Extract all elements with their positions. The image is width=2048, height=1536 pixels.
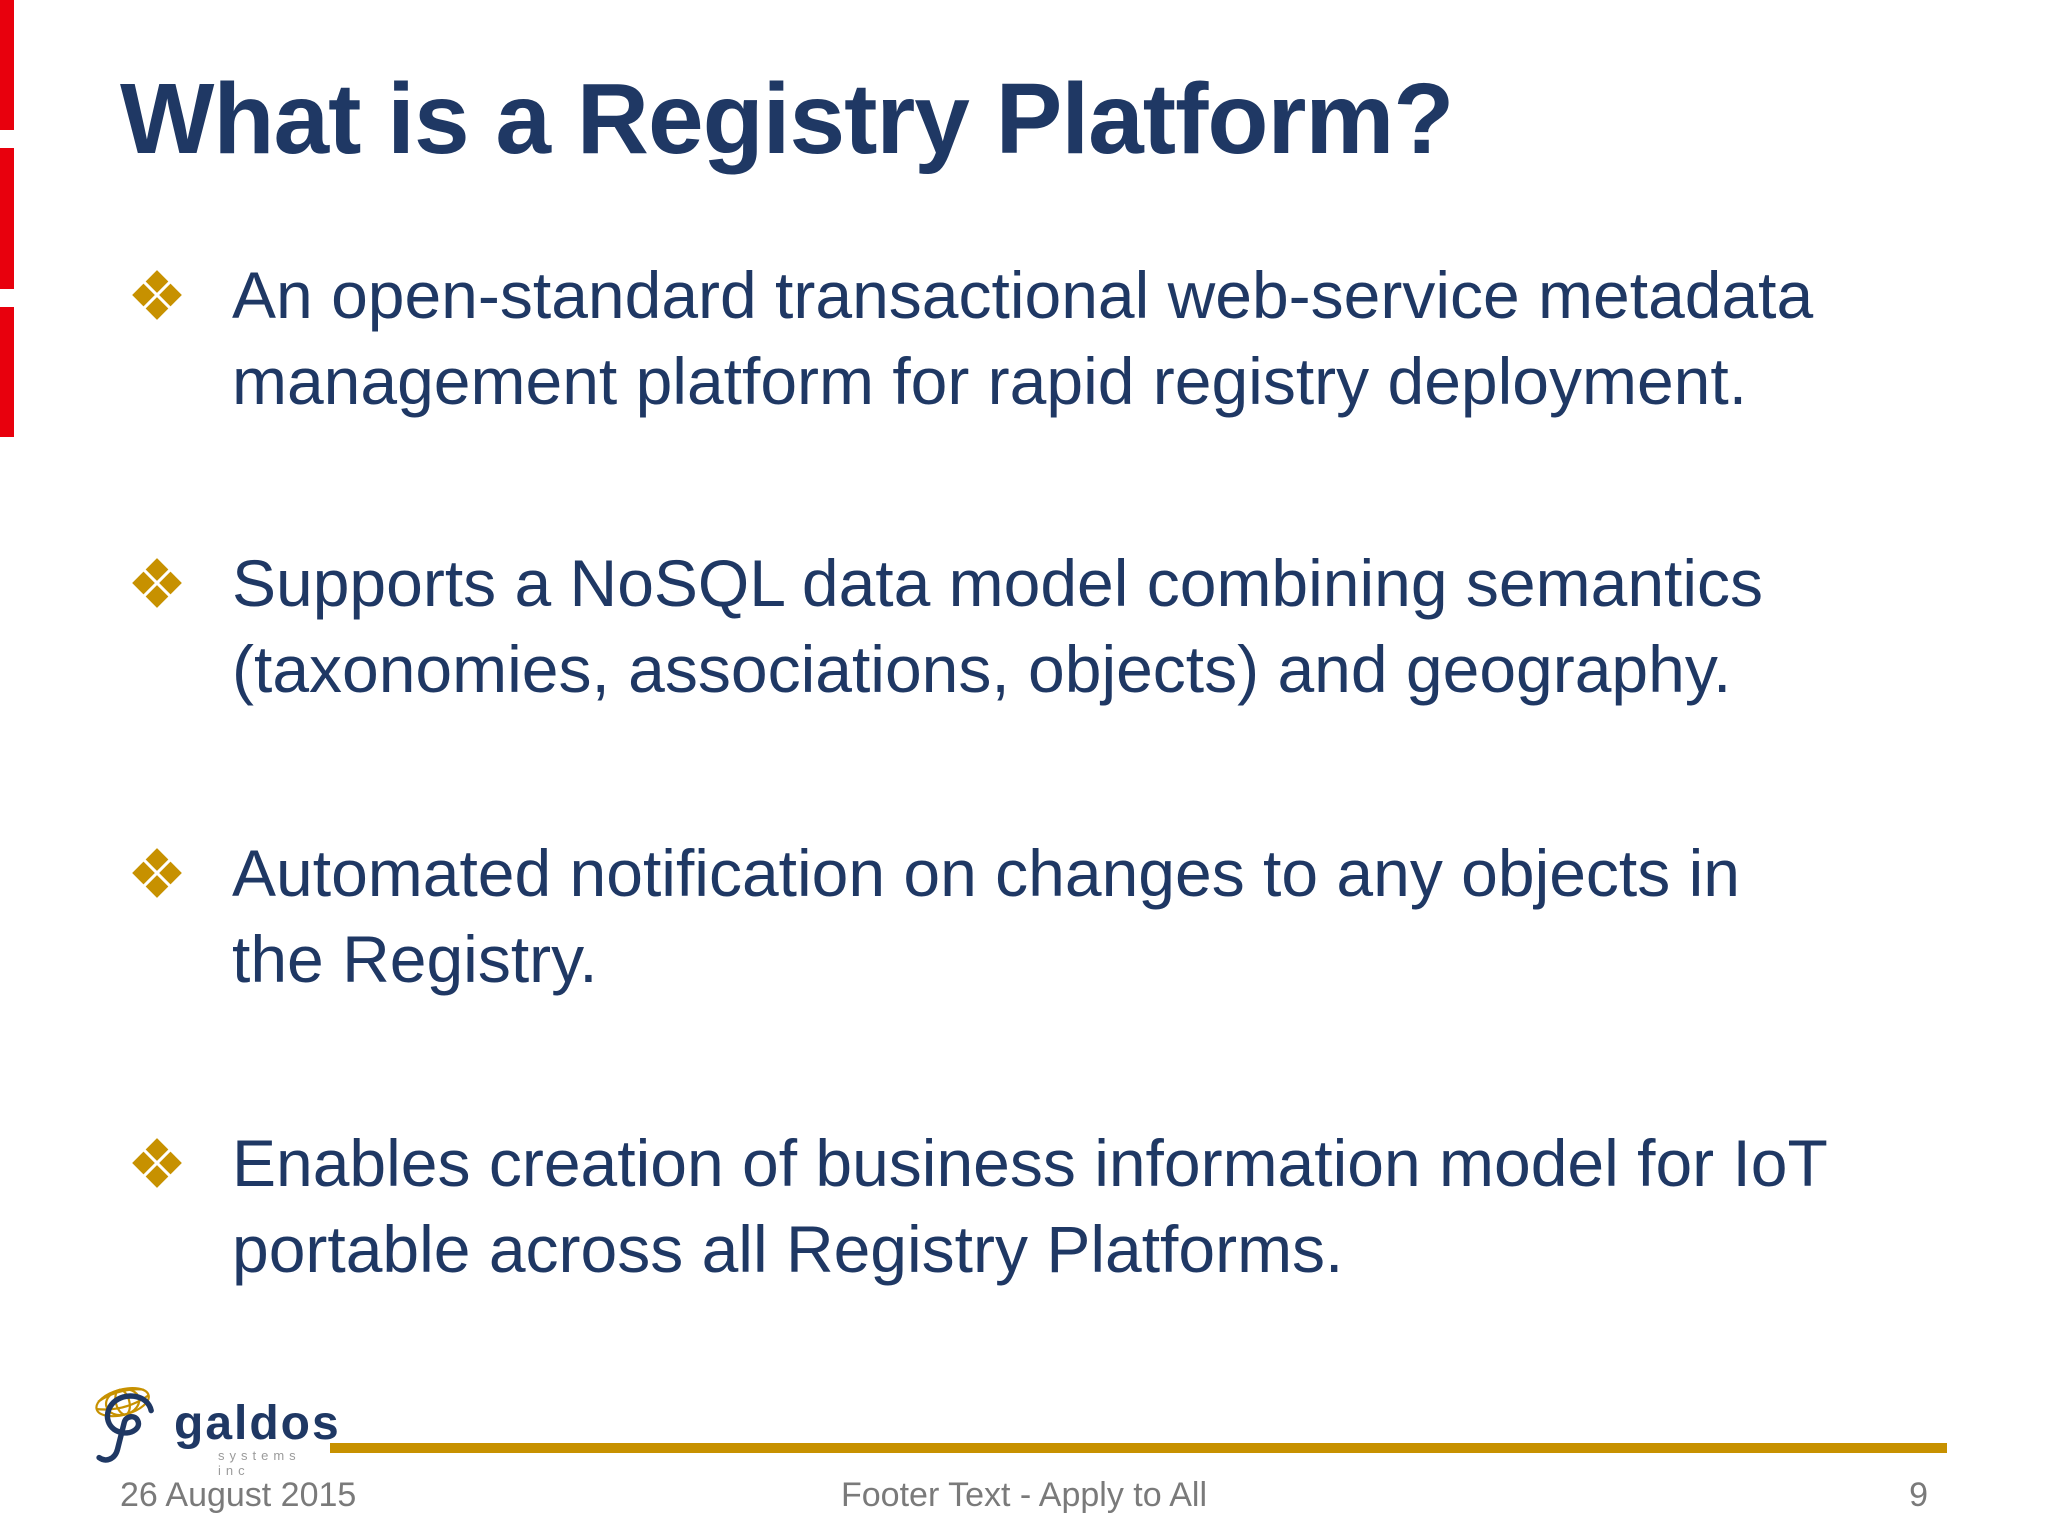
page-number: 9: [1909, 1476, 1928, 1514]
bullet-item-2: Supports a NoSQL data model combining se…: [128, 540, 1928, 712]
bullet-text: An open-standard transactional web-servi…: [232, 252, 1928, 424]
bullet-item-4: Enables creation of business information…: [128, 1120, 1928, 1292]
logo-wordmark: galdos: [174, 1397, 341, 1450]
bullet-item-3: Automated notification on changes to any…: [128, 830, 1928, 1002]
bullet-text: Supports a NoSQL data model combining se…: [232, 540, 1928, 712]
bullet-text-line: management platform for rapid registry d…: [232, 344, 1748, 418]
bullet-text-line: portable across all Registry Platforms.: [232, 1212, 1344, 1286]
four-diamonds-bullet-icon: [132, 558, 182, 608]
four-diamonds-bullet-icon: [132, 270, 182, 320]
logo-subtext: systems inc: [218, 1448, 301, 1478]
footer-center-text: Footer Text - Apply to All: [841, 1476, 1207, 1514]
bullet-text: Enables creation of business information…: [232, 1120, 1928, 1292]
bullet-text-line: Automated notification on changes to any…: [232, 836, 1740, 910]
footer-date: 26 August 2015: [120, 1476, 357, 1514]
four-diamonds-bullet-icon: [132, 1138, 182, 1188]
bullet-text-line: An open-standard transactional web-servi…: [232, 258, 1814, 332]
bullet-text-line: Enables creation of business information…: [232, 1126, 1828, 1200]
bullet-text: Automated notification on changes to any…: [232, 830, 1928, 1002]
bullet-item-1: An open-standard transactional web-servi…: [128, 252, 1928, 424]
red-edge-bar-segment-2: [0, 148, 14, 289]
page-title: What is a Registry Platform?: [120, 63, 1454, 175]
four-diamonds-bullet-icon: [132, 848, 182, 898]
bullet-text-line: Supports a NoSQL data model combining se…: [232, 546, 1764, 620]
red-edge-bar-segment-3: [0, 307, 14, 437]
footer-gold-rule: [330, 1443, 1947, 1453]
bullet-text-line: (taxonomies, associations, objects) and …: [232, 632, 1732, 706]
bullet-text-line: the Registry.: [232, 922, 598, 996]
g-swoosh-globe-icon: [95, 1387, 154, 1463]
red-edge-bar-segment-1: [0, 0, 14, 130]
